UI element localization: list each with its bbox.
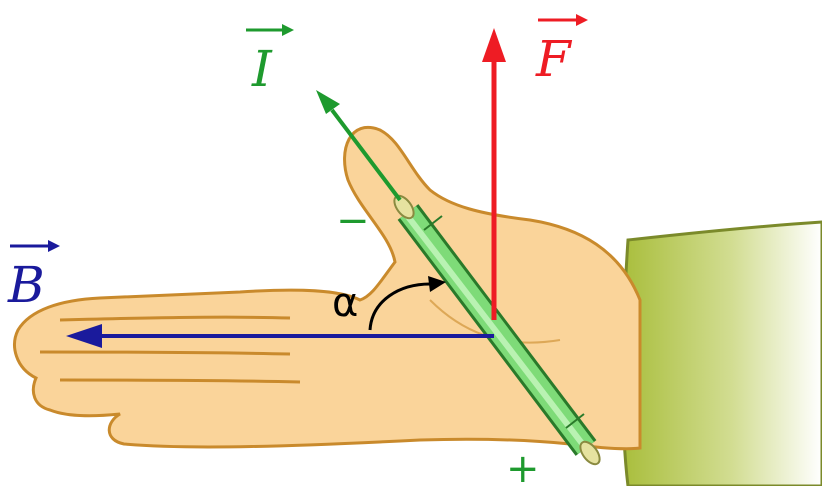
current-label: I — [251, 40, 273, 98]
force-label-group: F — [535, 14, 588, 88]
plus-terminal-label: + — [506, 446, 540, 486]
field-label-group: B — [7, 240, 60, 314]
sleeve — [621, 220, 822, 486]
field-vector — [66, 324, 494, 348]
current-vector — [316, 90, 402, 202]
field-label: B — [7, 256, 45, 314]
angle-label: α — [332, 280, 358, 326]
conductor-rod — [393, 194, 601, 466]
minus-terminal-label: − — [336, 198, 370, 244]
force-vector — [482, 28, 506, 320]
current-label-group: I — [246, 24, 294, 98]
angle-arc — [368, 276, 446, 331]
force-label: F — [535, 30, 573, 88]
